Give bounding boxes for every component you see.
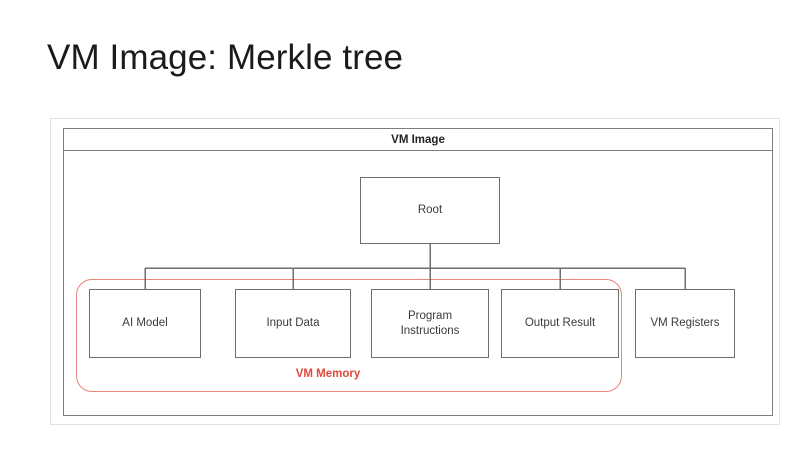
- node-program-instructions-label: Program Instructions: [400, 309, 460, 337]
- node-vm-registers-label: VM Registers: [650, 317, 720, 329]
- node-output-result[interactable]: Output Result: [501, 289, 619, 358]
- page-title: VM Image: Merkle tree: [47, 38, 404, 77]
- node-input-data-label: Input Data: [266, 317, 320, 329]
- vm-image-header-label: VM Image: [64, 129, 772, 151]
- vm-memory-label: VM Memory: [295, 368, 361, 380]
- node-output-result-label: Output Result: [524, 317, 596, 329]
- node-ai-model[interactable]: AI Model: [89, 289, 201, 358]
- node-ai-model-label: AI Model: [122, 317, 168, 329]
- vm-image-container: VM Image: [63, 128, 773, 416]
- node-vm-registers[interactable]: VM Registers: [635, 289, 735, 358]
- node-input-data[interactable]: Input Data: [235, 289, 351, 358]
- node-root[interactable]: Root: [360, 177, 500, 244]
- node-root-label: Root: [417, 204, 443, 216]
- vm-memory-group-outline: [76, 279, 622, 392]
- node-program-instructions[interactable]: Program Instructions: [371, 289, 489, 358]
